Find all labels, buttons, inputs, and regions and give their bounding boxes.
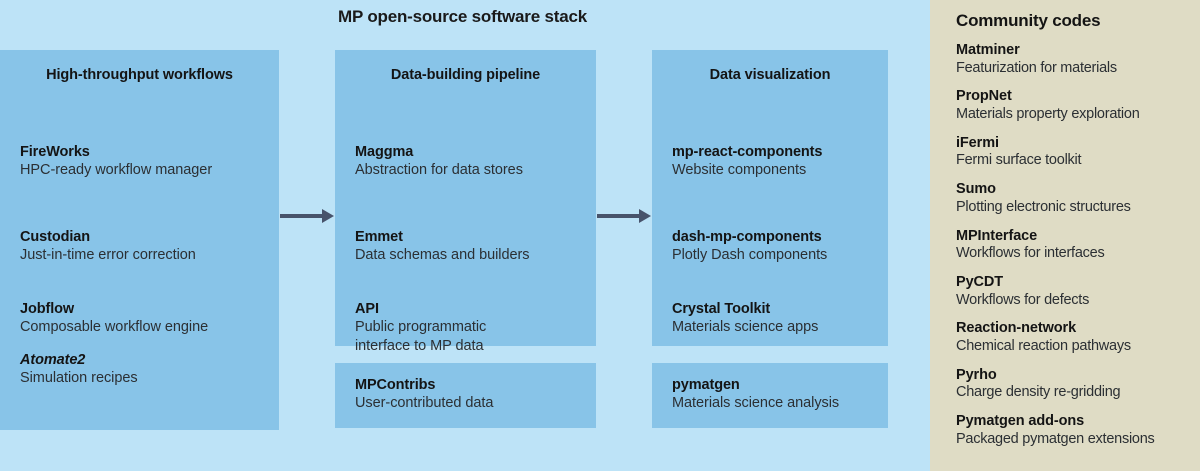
sidebar-name-ifermi: iFermi [956,134,999,151]
entry-desc-fireworks: HPC-ready workflow manager [20,162,213,179]
page-title: MP open-source software stack [338,7,587,26]
entry-mp-react-components: mp-react-components Website components [672,143,874,180]
panel-pymatgen: pymatgen Materials science analysis [652,363,888,428]
panel-mpcontribs: MPContribs User-contributed data [335,363,596,428]
entry-desc-mp-react-components: Website components [672,162,807,179]
entry-desc-atomate2: Simulation recipes [20,370,138,387]
entry-pymatgen: pymatgen Materials science analysis [672,376,874,413]
entry-name-custodian: Custodian [20,229,90,245]
entry-atomate2: Atomate2 Simulation recipes [20,351,265,388]
arrow-workflows-to-pipeline [280,206,334,226]
entry-name-mp-react-components: mp-react-components [672,144,823,160]
entry-name-maggma: Maggma [355,144,414,160]
entry-name-crystal-toolkit: Crystal Toolkit [672,301,771,317]
sidebar-desc-ifermi: Fermi surface toolkit [956,152,1082,169]
entry-desc-custodian: Just-in-time error correction [20,247,196,264]
entry-name-emmet: Emmet [355,229,403,245]
entry-desc-api: Public programmatic interface to MP data [355,319,487,354]
entry-desc-jobflow: Composable workflow engine [20,319,209,336]
sidebar-item-reaction-network: Reaction-network Chemical reaction pathw… [956,320,1184,355]
sidebar-name-pymatgen-add-ons: Pymatgen add-ons [956,413,1085,429]
sidebar-desc-mpinterface: Workflows for interfaces [956,245,1105,262]
entry-dash-mp-components: dash-mp-components Plotly Dash component… [672,228,874,265]
sidebar-item-sumo: Sumo Plotting electronic structures [956,181,1184,216]
entry-name-jobflow: Jobflow [20,301,75,317]
entry-crystal-toolkit: Crystal Toolkit Materials science apps [672,300,874,337]
entry-jobflow: Jobflow Composable workflow engine [20,300,265,337]
entry-mpcontribs: MPContribs User-contributed data [355,376,582,413]
sidebar-desc-sumo: Plotting electronic structures [956,198,1131,215]
sidebar-item-mpinterface: MPInterface Workflows for interfaces [956,228,1184,263]
sidebar-item-pycdt: PyCDT Workflows for defects [956,274,1184,309]
sidebar-name-mpinterface: MPInterface [956,227,1038,244]
panel-data-visualization: Data visualization mp-react-components W… [652,50,888,346]
entry-desc-crystal-toolkit: Materials science apps [672,319,819,336]
entry-desc-dash-mp-components: Plotly Dash components [672,247,828,264]
entry-name-atomate2: Atomate2 [20,352,86,368]
sidebar-desc-pyrho: Charge density re-gridding [956,384,1121,401]
sidebar-title: Community codes [956,11,1101,30]
panel-heading-pipeline: Data-building pipeline [390,67,541,83]
entry-api: API Public programmatic interface to MP … [355,300,582,355]
entry-desc-pymatgen: Materials science analysis [672,395,840,412]
arrow-pipeline-to-visualization [597,206,651,226]
entry-fireworks: FireWorks HPC-ready workflow manager [20,143,265,180]
sidebar-item-ifermi: iFermi Fermi surface toolkit [956,135,1184,170]
sidebar-name-sumo: Sumo [956,181,996,198]
sidebar-desc-matminer: Featurization for materials [956,59,1117,76]
sidebar-name-pycdt: PyCDT [956,273,1004,290]
entry-name-mpcontribs: MPContribs [355,377,436,393]
entry-desc-emmet: Data schemas and builders [355,247,530,264]
sidebar-name-pyrho: Pyrho [956,366,997,383]
sidebar-desc-pymatgen-add-ons: Packaged pymatgen extensions [956,430,1155,447]
entry-maggma: Maggma Abstraction for data stores [355,143,582,180]
entry-name-fireworks: FireWorks [20,144,90,160]
sidebar-desc-pycdt: Workflows for defects [956,291,1090,308]
sidebar-name-reaction-network: Reaction-network [956,320,1077,337]
entry-desc-maggma: Abstraction for data stores [355,162,523,179]
entry-name-dash-mp-components: dash-mp-components [672,229,822,245]
panel-data-building-pipeline: Data-building pipeline Maggma Abstractio… [335,50,596,354]
sidebar-item-propnet: PropNet Materials property exploration [956,88,1184,123]
sidebar-community-codes: Community codes Matminer Featurization f… [930,0,1200,471]
entry-custodian: Custodian Just-in-time error correction [20,228,265,265]
entry-emmet: Emmet Data schemas and builders [355,228,582,265]
entry-name-pymatgen: pymatgen [672,377,740,393]
sidebar-item-matminer: Matminer Featurization for materials [956,42,1184,77]
sidebar-desc-propnet: Materials property exploration [956,106,1140,123]
entry-desc-mpcontribs: User-contributed data [355,395,494,412]
panel-heading-visualization: Data visualization [709,67,831,83]
sidebar-item-pymatgen-add-ons: Pymatgen add-ons Packaged pymatgen exten… [956,413,1184,448]
sidebar-name-matminer: Matminer [956,42,1020,58]
entry-name-api: API [355,301,379,317]
panel-heading-workflows: High-throughput workflows [46,67,233,83]
sidebar-name-propnet: PropNet [956,88,1012,105]
sidebar-item-pyrho: Pyrho Charge density re-gridding [956,367,1184,402]
panel-high-throughput-workflows: High-throughput workflows FireWorks HPC-… [0,50,279,430]
sidebar-desc-reaction-network: Chemical reaction pathways [956,337,1131,354]
